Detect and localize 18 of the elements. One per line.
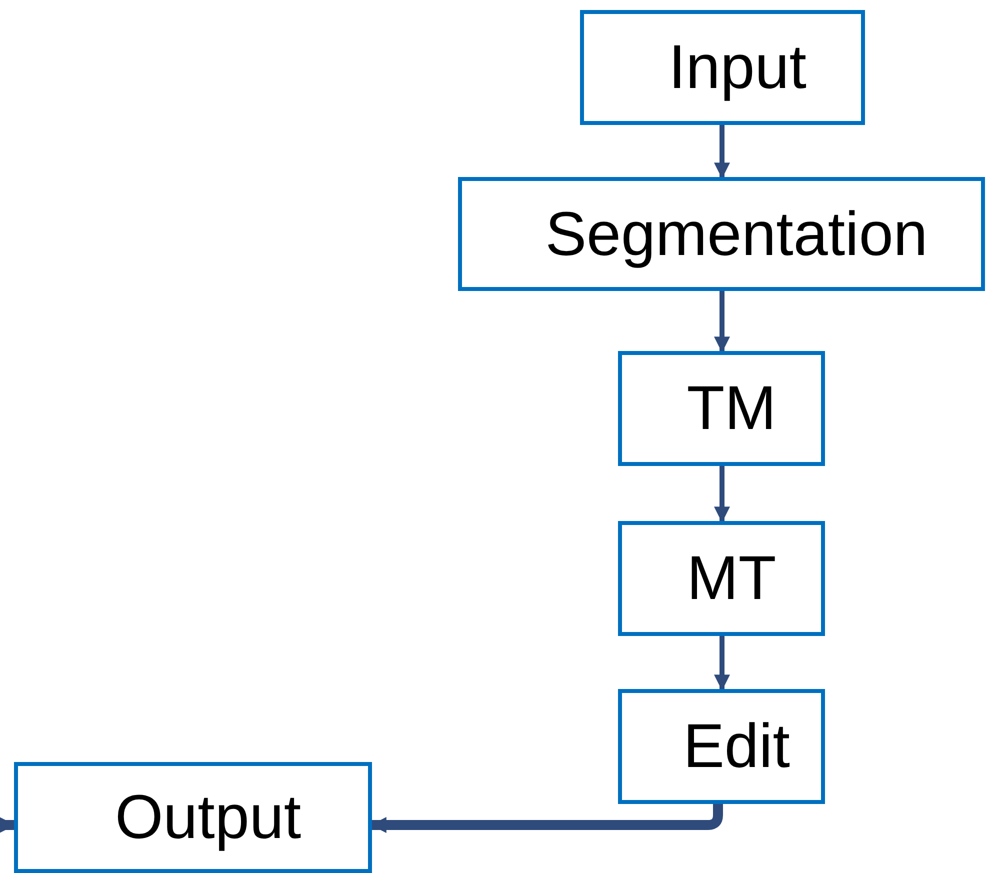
- process-box: [618, 351, 825, 466]
- arrow: [714, 291, 730, 353]
- box-label: MT: [686, 543, 776, 614]
- arrow: [714, 636, 730, 691]
- arrow: [714, 125, 730, 179]
- box-label: Edit: [682, 711, 790, 782]
- process-box: [618, 521, 825, 636]
- process-box: [618, 689, 825, 804]
- arrow: [370, 804, 723, 833]
- process-box: [458, 177, 985, 291]
- process-box: [14, 762, 372, 873]
- box-label: TM: [686, 373, 776, 444]
- process-box: [580, 10, 865, 125]
- arrow: [714, 466, 730, 523]
- box-label: Input: [668, 32, 806, 103]
- arrow: [0, 817, 16, 833]
- box-label: Output: [114, 782, 302, 853]
- box-label: Segmentation: [544, 198, 928, 270]
